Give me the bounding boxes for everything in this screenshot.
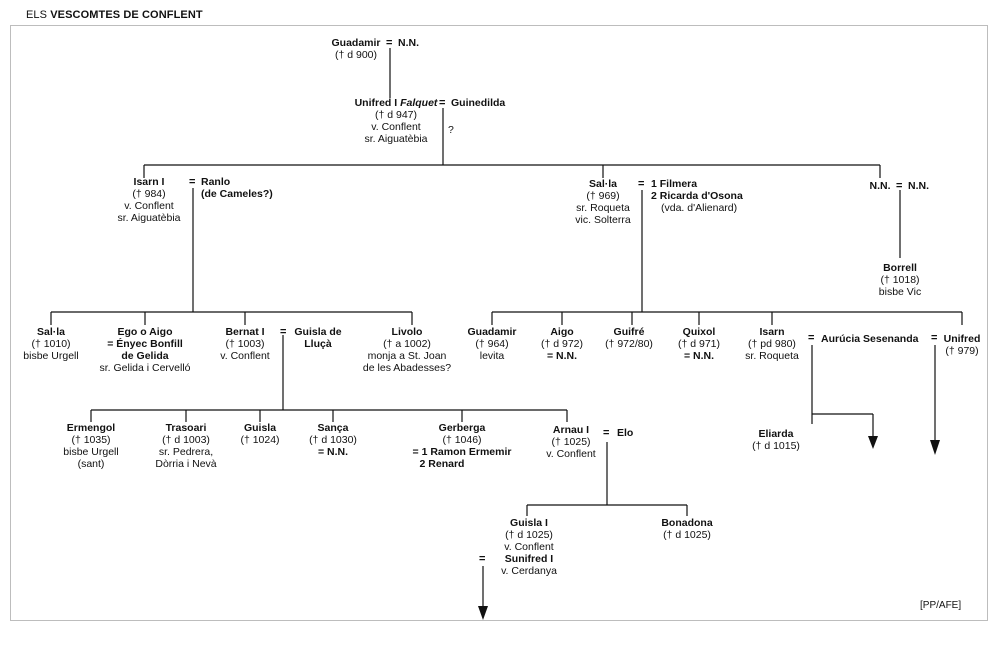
marriage-sign: =: [638, 178, 645, 190]
person-salla-gen3: Sal·la († 969) sr. Roqueta vic. Solterra: [575, 178, 631, 226]
spouse-ranlo: Ranlo (de Cameles?): [201, 176, 273, 200]
person-guisla-gen5: Guisla († 1024): [240, 422, 280, 446]
marriage-sign: =: [931, 332, 938, 344]
person-unifred-falquet: Unifred I Falquet († d 947) v. Conflent …: [354, 97, 438, 145]
person-livolo: Livolo († a 1002) monja a St. Joan de le…: [362, 326, 452, 374]
spouses-salla: 1 Filmera 2 Ricarda d'Osona (vda. d'Alie…: [651, 178, 743, 214]
diagram-frame: [10, 25, 988, 621]
spouse-aurucia-sesenanda: Aurúcia Sesenanda: [821, 333, 919, 345]
person-guisla-i: Guisla I († d 1025) v. Conflent Sunifred…: [501, 517, 557, 577]
person-ermengol: Ermengol († 1035) bisbe Urgell (sant): [63, 422, 119, 470]
page-title: ELS VESCOMTES DE CONFLENT: [26, 9, 203, 21]
person-gerberga: Gerberga († 1046) = 1 Ramon Ermemir 2 Re…: [412, 422, 512, 470]
marriage-sign: =: [189, 176, 196, 188]
person-aigo: Aigo († d 972) = N.N.: [540, 326, 584, 362]
person-guadamir: Guadamir († d 900): [331, 37, 381, 61]
marriage-sign: =: [603, 427, 610, 439]
person-quixol: Quixol († d 971) = N.N.: [677, 326, 721, 362]
person-guadamir-gen4: Guadamir († 964) levita: [467, 326, 517, 362]
spouse-nn: N.N.: [908, 180, 929, 192]
spouse-guisla-de-lluca: Guisla de Lluçà: [294, 326, 342, 350]
person-eliarda: Eliarda († d 1015): [752, 428, 800, 452]
person-isarn-i: Isarn I († 984) v. Conflent sr. Aiguatèb…: [117, 176, 181, 224]
person-unifred-gen4: Unifred († 979): [943, 333, 981, 357]
marriage-sign: =: [280, 326, 287, 338]
person-nn: N.N.: [869, 180, 891, 192]
marriage-sign: =: [386, 37, 393, 49]
source-credit: [PP/AFE]: [920, 600, 962, 611]
person-sanca: Sança († d 1030) = N.N.: [309, 422, 357, 458]
person-borrell: Borrell († 1018) bisbe Vic: [878, 262, 922, 298]
spouse-elo: Elo: [617, 427, 634, 439]
spouse-guinedilda: Guinedilda: [451, 97, 506, 109]
marriage-sign: =: [439, 97, 446, 109]
arrow-eliarda: [868, 436, 878, 449]
person-guifre: Guifré († 972/80): [605, 326, 653, 350]
person-salla-gen4: Sal·la († 1010) bisbe Urgell: [23, 326, 79, 362]
arrow-unifred: [930, 440, 940, 455]
spouse-nn: N.N.: [398, 37, 419, 49]
marriage-sign: =: [896, 180, 903, 192]
person-ego-o-aigo: Ego o Aigo = Ényec Bonfill de Gelida sr.…: [99, 326, 191, 374]
person-isarn-gen4: Isarn († pd 980) sr. Roqueta: [745, 326, 799, 362]
marriage-sign: =: [479, 553, 486, 565]
uncertain-mark: ?: [448, 124, 454, 136]
marriage-sign: =: [808, 332, 815, 344]
person-trasoari: Trasoari († d 1003) sr. Pedrera, Dòrria …: [155, 422, 217, 470]
arrow-sunifred: [478, 606, 488, 620]
person-arnau-i: Arnau I († 1025) v. Conflent: [546, 424, 596, 460]
person-bernat-i: Bernat I († 1003) v. Conflent: [220, 326, 270, 362]
person-bonadona: Bonadona († d 1025): [661, 517, 713, 541]
